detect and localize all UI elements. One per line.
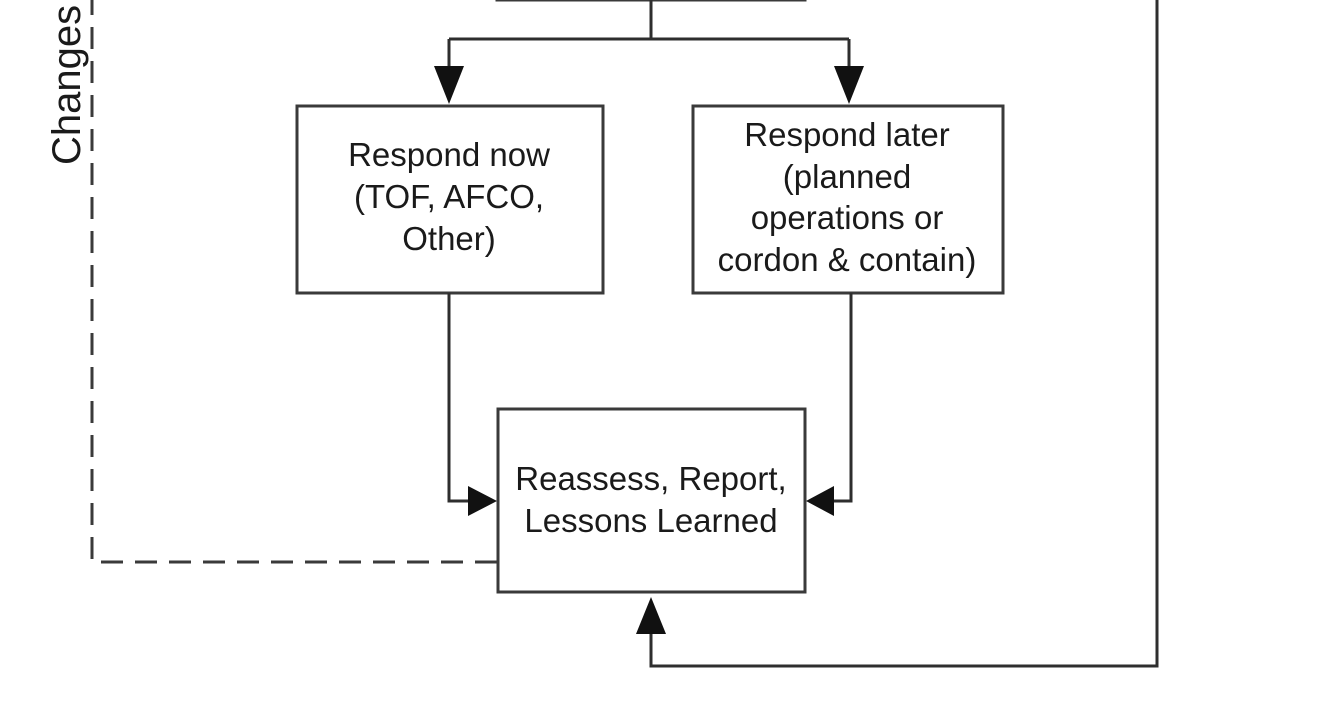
- arrowhead-respond-later-to-reassess: [806, 486, 834, 516]
- node-reassess-box: [496, 407, 807, 594]
- arrowhead-feedback-loop: [636, 597, 666, 634]
- node-respond-later: Respond later (planned operations or cor…: [691, 104, 1005, 295]
- edge-feedback-loop: [649, 0, 1159, 668]
- arrowhead-respond-now-to-reassess: [468, 486, 497, 516]
- node-respond-later-line-1: Respond later: [744, 116, 949, 153]
- arrowhead-to-respond-later: [834, 66, 864, 104]
- node-respond-now-line-2: (TOF, AFCO,: [354, 178, 544, 215]
- node-respond-later-line-4: cordon & contain): [718, 241, 977, 278]
- node-respond-now-line-3: Other): [402, 220, 496, 257]
- side-label-changes: Changes: [45, 5, 89, 165]
- node-reassess-line-1: Reassess, Report,: [515, 460, 786, 497]
- node-respond-later-line-2: (planned: [783, 158, 911, 195]
- node-respond-now-line-1: Respond now: [348, 136, 550, 173]
- edge-respond-now-to-reassess: [447, 293, 475, 503]
- arrowhead-to-respond-now: [434, 66, 464, 104]
- edge-respond-later-to-reassess: [826, 293, 853, 503]
- node-reassess: Reassess, Report, Lessons Learned: [496, 407, 807, 594]
- node-respond-now-box: [295, 104, 605, 295]
- node-respond-later-line-3: operations or: [751, 199, 944, 236]
- node-respond-now: Respond now (TOF, AFCO, Other): [295, 104, 605, 295]
- node-reassess-line-2: Lessons Learned: [524, 502, 777, 539]
- node-respond-later-box: [691, 104, 1005, 295]
